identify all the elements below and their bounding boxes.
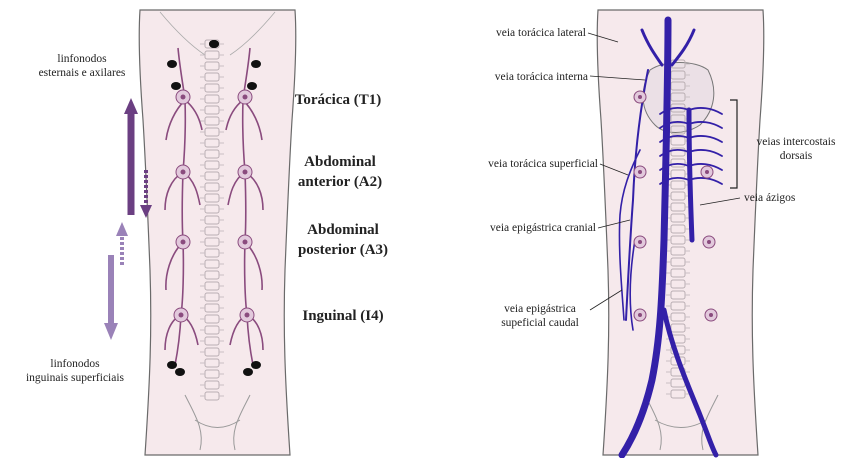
gland-papilla bbox=[638, 95, 642, 99]
label-lateral-thoracic: veia torácica lateral bbox=[496, 27, 586, 39]
gland-papilla bbox=[638, 240, 642, 244]
lymph-node bbox=[209, 40, 219, 48]
lymph-node bbox=[243, 368, 253, 376]
arrow-down-light-head bbox=[104, 323, 118, 340]
label-gland-a3-line2: posterior (A3) bbox=[298, 242, 388, 258]
gland-papilla bbox=[638, 170, 642, 174]
label-superficial-caudal-epigastric-line1: veia epigástrica bbox=[504, 303, 576, 315]
lymph-node bbox=[171, 82, 181, 90]
gland-papilla bbox=[707, 240, 711, 244]
label-gland-a2-line2: anterior (A2) bbox=[298, 174, 382, 190]
gland-papilla bbox=[243, 170, 248, 175]
gland-papilla bbox=[181, 170, 186, 175]
gland-papilla bbox=[181, 240, 186, 245]
lymph-node bbox=[251, 60, 261, 68]
label-superficial-caudal-epigastric-line2: supeficial caudal bbox=[501, 317, 579, 329]
arrow-up-light-head bbox=[116, 222, 128, 236]
label-cranial-epigastric: veia epigástrica cranial bbox=[490, 222, 596, 234]
gland-papilla bbox=[179, 313, 184, 318]
label-gland-i4: Inguinal (I4) bbox=[302, 308, 383, 324]
gland-papilla bbox=[243, 240, 248, 245]
gland-papilla bbox=[243, 95, 248, 100]
label-inguinal-line2: inguinais superficiais bbox=[26, 372, 125, 384]
gland-papilla bbox=[181, 95, 186, 100]
right-panel: veia torácica lateral veia torácica inte… bbox=[488, 10, 836, 455]
left-panel: linfonodos esternais e axilares linfonod… bbox=[26, 10, 388, 455]
label-superficial-thoracic: veia torácica superficial bbox=[488, 158, 598, 170]
left-body-outline bbox=[139, 10, 296, 455]
gland-papilla bbox=[709, 313, 713, 317]
label-axillary-line2: esternais e axilares bbox=[39, 67, 126, 79]
label-gland-a2-line1: Abdominal bbox=[304, 154, 376, 170]
label-azygos: veia ázigos bbox=[744, 192, 796, 204]
gland-papilla bbox=[245, 313, 250, 318]
gland-papilla bbox=[705, 170, 709, 174]
label-gland-a3-line1: Abdominal bbox=[307, 222, 379, 238]
azygos-vein bbox=[689, 110, 692, 240]
lymph-node bbox=[167, 60, 177, 68]
label-gland-t1: Torácica (T1) bbox=[295, 92, 382, 108]
lymph-node bbox=[251, 361, 261, 369]
label-dorsal-intercostal-line1: veias intercostais bbox=[757, 136, 836, 148]
label-internal-thoracic: veia torácica interna bbox=[495, 71, 588, 83]
lymph-node bbox=[247, 82, 257, 90]
lymph-node bbox=[167, 361, 177, 369]
gland-papilla bbox=[638, 313, 642, 317]
arrow-up-head bbox=[124, 98, 138, 114]
lymph-node bbox=[175, 368, 185, 376]
label-inguinal-line1: linfonodos bbox=[50, 358, 100, 370]
label-axillary-line1: linfonodos bbox=[57, 53, 107, 65]
label-dorsal-intercostal-line2: dorsais bbox=[780, 150, 813, 162]
